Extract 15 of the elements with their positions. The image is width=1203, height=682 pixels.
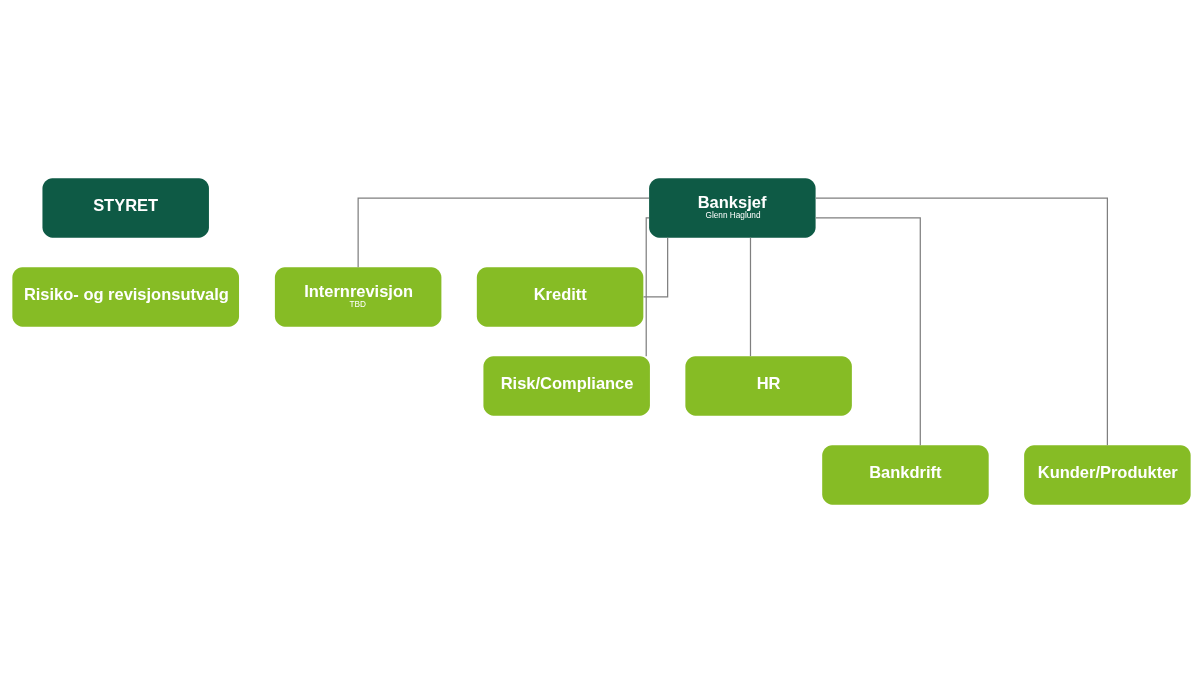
connector — [815, 196, 1108, 446]
node-box: HR — [685, 355, 852, 416]
node-box: Risiko- og revisjonsutvalg — [12, 266, 240, 327]
node-box: Risk/Compliance — [483, 355, 650, 416]
node-box: STYRET — [42, 177, 209, 238]
node-box: Kunder/Produkter — [1024, 444, 1191, 505]
node-box: Internrevisjon TBD — [274, 266, 442, 327]
node-box: Kreditt — [476, 266, 644, 327]
connector — [645, 216, 650, 357]
connector — [815, 216, 921, 446]
node-box: Bankdrift — [822, 444, 989, 505]
connector — [749, 236, 752, 357]
connector — [642, 236, 669, 298]
connector — [357, 196, 650, 268]
node-box: Banksjef Glenn Haglund — [649, 177, 816, 238]
